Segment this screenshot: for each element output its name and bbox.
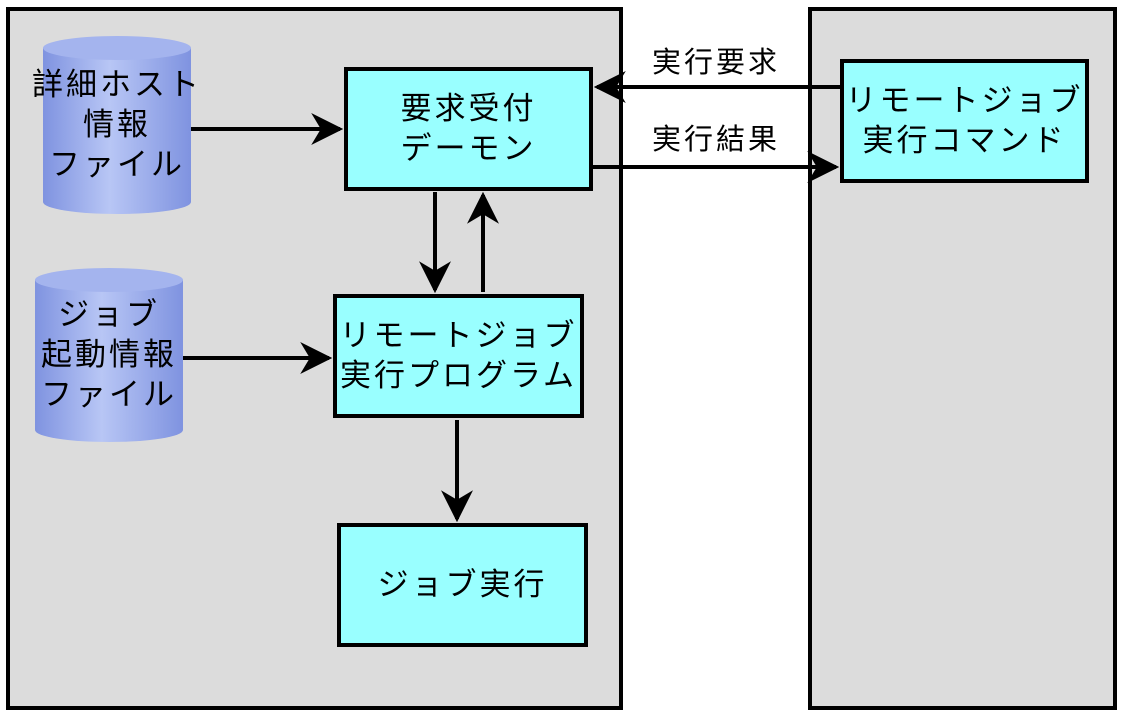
db-label-line: 情報 <box>83 107 151 143</box>
database-cylinder-icon <box>43 36 191 214</box>
job-execution-box: ジョブ実行 <box>337 523 588 647</box>
host-info-file-database: 詳細ホスト 情報 ファイル <box>32 36 199 214</box>
remote-job-command-box: リモートジョブ 実行コマンド <box>840 59 1089 183</box>
box-label-line: 要求受付 <box>400 91 537 127</box>
box-label-line: ジョブ実行 <box>377 567 548 603</box>
db-label-line: ファイル <box>41 377 177 413</box>
db-label-line: 起動情報 <box>41 337 177 373</box>
request-daemon-box: 要求受付 デーモン <box>344 67 593 191</box>
box-label-line: 実行コマンド <box>862 123 1067 159</box>
box-label-line: リモートジョブ <box>845 83 1084 119</box>
db-label-line: ファイル <box>49 147 185 183</box>
remote-job-program-box: リモートジョブ 実行プログラム <box>333 294 584 418</box>
execution-request-label: 実行要求 <box>652 45 781 79</box>
box-label-line: 実行プログラム <box>339 358 578 394</box>
job-start-info-file-database: ジョブ 起動情報 ファイル <box>35 268 183 442</box>
box-label-line: リモートジョブ <box>339 318 578 354</box>
database-cylinder-icon <box>35 268 183 442</box>
execution-result-label: 実行結果 <box>652 122 781 156</box>
db-label-line: ジョブ <box>58 297 160 333</box>
box-label-line: デーモン <box>400 131 537 167</box>
db-label-line: 詳細ホスト <box>32 67 202 103</box>
